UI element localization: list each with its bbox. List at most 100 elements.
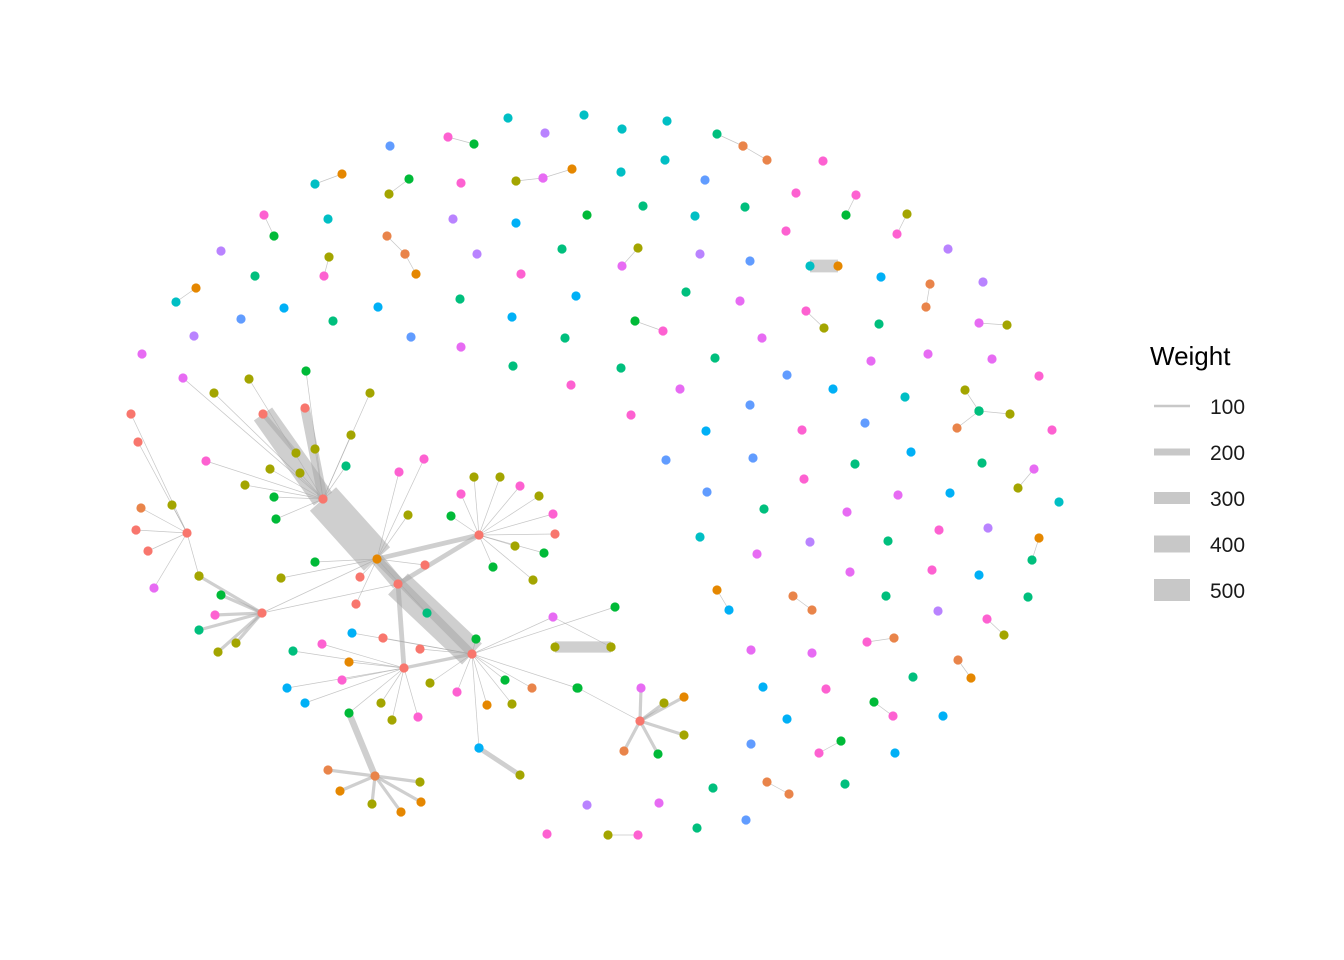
graph-node [603, 830, 613, 840]
graph-node [616, 167, 626, 177]
graph-node [874, 319, 884, 329]
graph-edge [639, 719, 685, 737]
graph-node [396, 807, 406, 817]
graph-node [557, 244, 567, 254]
graph-node [571, 291, 581, 301]
graph-node [515, 481, 525, 491]
graph-node [507, 312, 517, 322]
graph-edge [471, 653, 488, 706]
graph-edge [153, 532, 188, 589]
graph-node [384, 189, 394, 199]
graph-edge [234, 611, 264, 645]
graph-node [762, 155, 772, 165]
graph-node [748, 453, 758, 463]
graph-node [282, 683, 292, 693]
graph-edge [634, 320, 664, 332]
graph-node [701, 426, 711, 436]
graph-node [456, 489, 466, 499]
graph-node [1047, 425, 1057, 435]
graph-node [171, 297, 181, 307]
graph-edge [314, 558, 378, 563]
graph-node [269, 231, 279, 241]
graph-edge [638, 720, 660, 755]
graph-node [582, 210, 592, 220]
graph-edge [376, 471, 400, 560]
graph-node [805, 537, 815, 547]
graph-node [746, 645, 756, 655]
graph-node [566, 380, 576, 390]
graph-edge [299, 472, 324, 500]
graph-node [762, 777, 772, 787]
graph-edge [373, 775, 403, 813]
graph-node [866, 356, 876, 366]
graph-edge [478, 495, 540, 536]
graph-node [210, 610, 220, 620]
graph-node [712, 129, 722, 139]
legend-label: 400 [1210, 534, 1245, 557]
graph-node [394, 467, 404, 477]
graph-node [978, 277, 988, 287]
graph-node [300, 698, 310, 708]
graph-node [708, 783, 718, 793]
graph-edge [305, 370, 324, 500]
graph-edge [471, 616, 554, 655]
graph-edge [391, 667, 405, 721]
graph-node [690, 211, 700, 221]
graph-node [860, 418, 870, 428]
graph-edge [376, 558, 426, 566]
graph-node [236, 314, 246, 324]
graph-node [244, 374, 254, 384]
graph-node [735, 296, 745, 306]
graph-edge [321, 643, 405, 669]
graph-node [474, 530, 484, 540]
graph-node [291, 448, 301, 458]
graph-node [862, 637, 872, 647]
graph-node [355, 572, 365, 582]
graph-edge [471, 653, 578, 689]
graph-edge [478, 533, 556, 536]
graph-node [841, 210, 851, 220]
graph-edge [322, 465, 347, 500]
graph-node [626, 410, 636, 420]
graph-node [415, 644, 425, 654]
graph-node [452, 687, 462, 697]
graph-node [194, 571, 204, 581]
graph-node [323, 765, 333, 775]
graph-node [745, 400, 755, 410]
graph-node [679, 730, 689, 740]
graph-edge [374, 774, 421, 784]
graph-edge [478, 513, 554, 536]
graph-edge [376, 532, 480, 562]
weight-legend: Weight 100 200 300 400 500 [1150, 341, 1245, 603]
graph-node [399, 663, 409, 673]
graph-node [890, 748, 900, 758]
graph-node [974, 318, 984, 328]
graph-edge [403, 652, 473, 670]
graph-node [528, 575, 538, 585]
graph-node [319, 271, 329, 281]
graph-node [695, 532, 705, 542]
graph-node [836, 736, 846, 746]
graph-node [346, 430, 356, 440]
graph-node [341, 461, 351, 471]
graph-node [301, 366, 311, 376]
graph-node [933, 606, 943, 616]
graph-node [213, 647, 223, 657]
graph-edge [376, 514, 409, 560]
graph-edge [716, 133, 744, 147]
graph-node [276, 573, 286, 583]
graph-edge [346, 711, 378, 778]
graph-node [455, 294, 465, 304]
graph-edge [322, 392, 371, 500]
graph-edge [473, 476, 480, 536]
graph-edge [460, 493, 480, 536]
graph-edge [471, 606, 616, 655]
graph-edge [395, 583, 407, 669]
graph-node [474, 743, 484, 753]
graph-node [137, 349, 147, 359]
graph-node [488, 562, 498, 572]
graph-edge [348, 661, 405, 669]
graph-edge [419, 648, 473, 655]
graph-edge [471, 653, 533, 689]
